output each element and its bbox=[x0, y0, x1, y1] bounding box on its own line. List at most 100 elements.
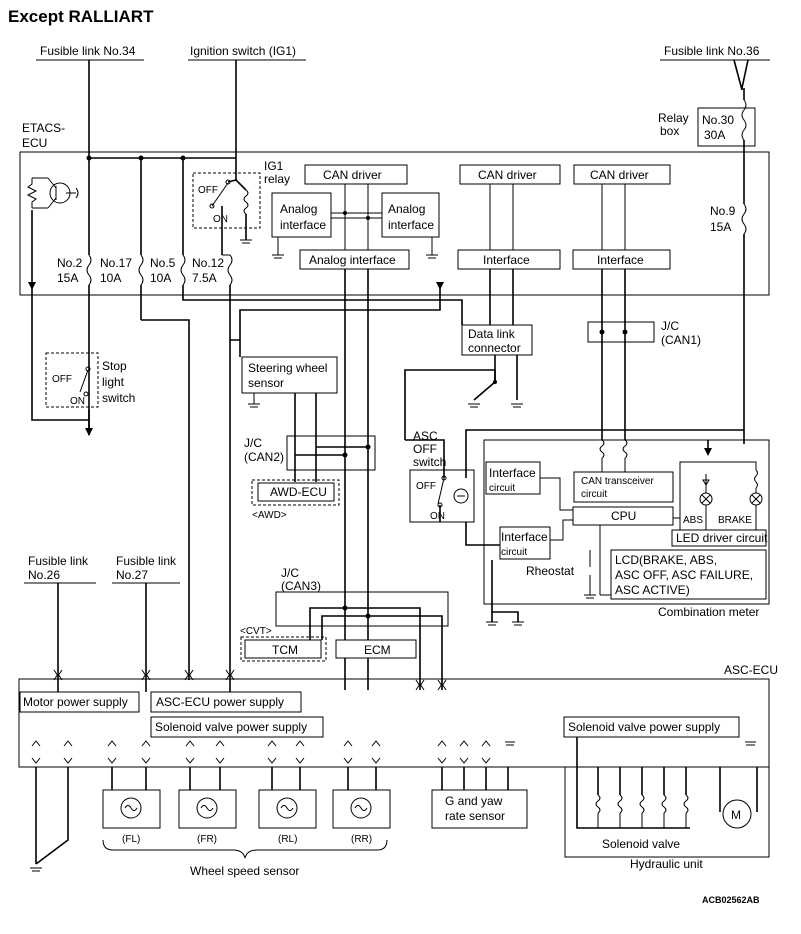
stop-switch-off: OFF bbox=[52, 374, 72, 385]
fusible-link-36-label: Fusible link No.36 bbox=[664, 44, 760, 58]
can-driver-1-label: CAN driver bbox=[323, 168, 382, 182]
wheel-sensor-rr-label: (RR) bbox=[351, 834, 372, 845]
analog-interface-bottom-label: Analog interface bbox=[309, 253, 396, 267]
solenoid-valve-label: Solenoid valve bbox=[602, 837, 680, 851]
hydraulic-unit: Hydraulic unit Solenoid valve M bbox=[564, 765, 770, 871]
ig1-relay: IG1 relay OFF ON bbox=[192, 159, 290, 255]
can-driver-2 bbox=[459, 164, 561, 185]
dlc-label-1: Data link bbox=[468, 327, 516, 341]
analog-interface-left-1: Analog bbox=[280, 202, 317, 216]
g-yaw-label-1: G and yaw bbox=[445, 794, 503, 808]
jc-can2: J/C (CAN2) AWD-ECU <AWD> bbox=[244, 435, 376, 521]
interface-1 bbox=[457, 249, 561, 270]
asc-off-switch-on: ON bbox=[430, 511, 445, 522]
jc-can2-label-1: J/C bbox=[244, 436, 262, 450]
data-link-connector: Data link connector bbox=[404, 324, 533, 440]
ig1-relay-off: OFF bbox=[198, 185, 218, 196]
brake-led-icon bbox=[749, 469, 763, 506]
analog-interface-bottom bbox=[299, 249, 410, 270]
jc-can3-label-2: (CAN3) bbox=[281, 579, 321, 593]
motor-icon: M bbox=[722, 799, 752, 829]
hydraulic-unit-label: Hydraulic unit bbox=[630, 857, 703, 871]
can-driver-3-label: CAN driver bbox=[590, 168, 649, 182]
fuse-no12: No.12 bbox=[192, 256, 224, 270]
tcm-label: TCM bbox=[272, 643, 298, 657]
combination-meter-label: Combination meter bbox=[658, 605, 759, 619]
jc-can3-label-1: J/C bbox=[281, 566, 299, 580]
abs-led-icon bbox=[699, 474, 713, 506]
fuse-no5: No.5 bbox=[150, 256, 176, 270]
solenoid-valve-power-supply-left-label: Solenoid valve power supply bbox=[155, 720, 307, 734]
fusible-link-36: Fusible link No.36 bbox=[660, 44, 770, 100]
asc-ecu-power-supply bbox=[150, 691, 302, 713]
fuse-no17-amp: 10A bbox=[100, 271, 121, 285]
wheel-speed-sensor-label: Wheel speed sensor bbox=[190, 864, 299, 878]
motor-label: M bbox=[731, 808, 741, 822]
led-driver-label: LED driver circuit bbox=[676, 531, 768, 545]
jc-can1-label-2: (CAN1) bbox=[661, 333, 701, 347]
etacs-label-2: ECU bbox=[22, 136, 47, 150]
brake-label: BRAKE bbox=[718, 515, 752, 526]
transistor-icon bbox=[26, 177, 79, 290]
fuse-no12-amp: 7.5A bbox=[192, 271, 217, 285]
ignition-switch-label: Ignition switch (IG1) bbox=[190, 44, 296, 58]
analog-interface-left bbox=[271, 192, 332, 238]
can-driver-1 bbox=[304, 164, 408, 185]
tcm-box bbox=[244, 639, 322, 659]
analog-interface-right bbox=[381, 192, 440, 238]
fuse-no5-amp: 10A bbox=[150, 271, 171, 285]
fuse-no9: No.9 bbox=[710, 204, 736, 218]
wheel-sensor-fr-label: (FR) bbox=[197, 834, 217, 845]
ecm-box bbox=[335, 639, 417, 659]
asc-ecu-input-connectors bbox=[53, 669, 447, 691]
interface-circuit-2b: circuit bbox=[501, 547, 527, 558]
analog-interface-left-2: interface bbox=[280, 218, 326, 232]
g-yaw-label-2: rate sensor bbox=[445, 809, 505, 823]
g-yaw-rate-sensor: G and yaw rate sensor bbox=[431, 789, 528, 829]
lcd-line3: ASC ACTIVE) bbox=[615, 583, 690, 597]
ig1-relay-on: ON bbox=[213, 214, 228, 225]
asc-off-switch-off: OFF bbox=[416, 481, 436, 492]
analog-interface-right-2: interface bbox=[388, 218, 434, 232]
interface-2-label: Interface bbox=[597, 253, 644, 267]
etacs-fuses: No.2 15A No.17 10A No.5 10A No.12 7.5A N… bbox=[57, 203, 747, 286]
interface-circuit-2 bbox=[499, 526, 551, 560]
stop-light-switch: OFF ON Stop light switch bbox=[31, 290, 135, 436]
wheel-speed-sensors: (FL) (FR) (RL) (RR) Wheel speed sensor bbox=[102, 789, 391, 878]
fusible-link-26-2: No.26 bbox=[28, 568, 60, 582]
interface-2 bbox=[572, 249, 671, 270]
relay-box-fuse-amp: 30A bbox=[704, 128, 725, 142]
ecm-label: ECM bbox=[364, 643, 391, 657]
lcd-box bbox=[610, 549, 767, 600]
interface-circuit-2a: Interface bbox=[501, 530, 548, 544]
stop-switch-label-3: switch bbox=[102, 391, 135, 405]
interface-circuit-1b: circuit bbox=[489, 483, 515, 494]
stop-switch-on: ON bbox=[70, 396, 85, 407]
awd-ecu-box bbox=[257, 482, 335, 502]
can-driver-3 bbox=[573, 164, 671, 185]
wiring-asc-down bbox=[30, 767, 509, 872]
asc-off-label-2: OFF bbox=[413, 442, 437, 456]
can-transceiver-2: circuit bbox=[581, 489, 607, 500]
tcm-outline bbox=[240, 636, 327, 662]
awd-tag: <AWD> bbox=[252, 510, 287, 521]
fusible-link-34: Fusible link No.34 bbox=[36, 44, 144, 158]
interface-circuit-1 bbox=[485, 461, 541, 495]
ignition-switch-ig1: Ignition switch (IG1) bbox=[188, 44, 306, 180]
asc-off-switch: ASC OFF switch OFF ON bbox=[405, 429, 744, 546]
asc-ecu-output-connectors bbox=[31, 737, 756, 765]
fuse-no2: No.2 bbox=[57, 256, 83, 270]
asc-ecu-label: ASC-ECU bbox=[724, 663, 778, 677]
can-driver-2-label: CAN driver bbox=[478, 168, 537, 182]
lcd-line2: ASC OFF, ASC FAILURE, bbox=[615, 568, 753, 582]
wiring-etacs-down bbox=[88, 234, 745, 692]
jc-can2-label-2: (CAN2) bbox=[244, 450, 284, 464]
cpu-label: CPU bbox=[611, 509, 636, 523]
ig1-relay-label-1: IG1 bbox=[264, 159, 284, 173]
abs-label: ABS bbox=[683, 515, 703, 526]
steering-wheel-sensor: Steering wheel sensor bbox=[239, 340, 338, 455]
can-transceiver-circuit bbox=[573, 471, 674, 503]
dlc-label-2: connector bbox=[468, 341, 521, 355]
stop-switch-label-1: Stop bbox=[102, 359, 127, 373]
